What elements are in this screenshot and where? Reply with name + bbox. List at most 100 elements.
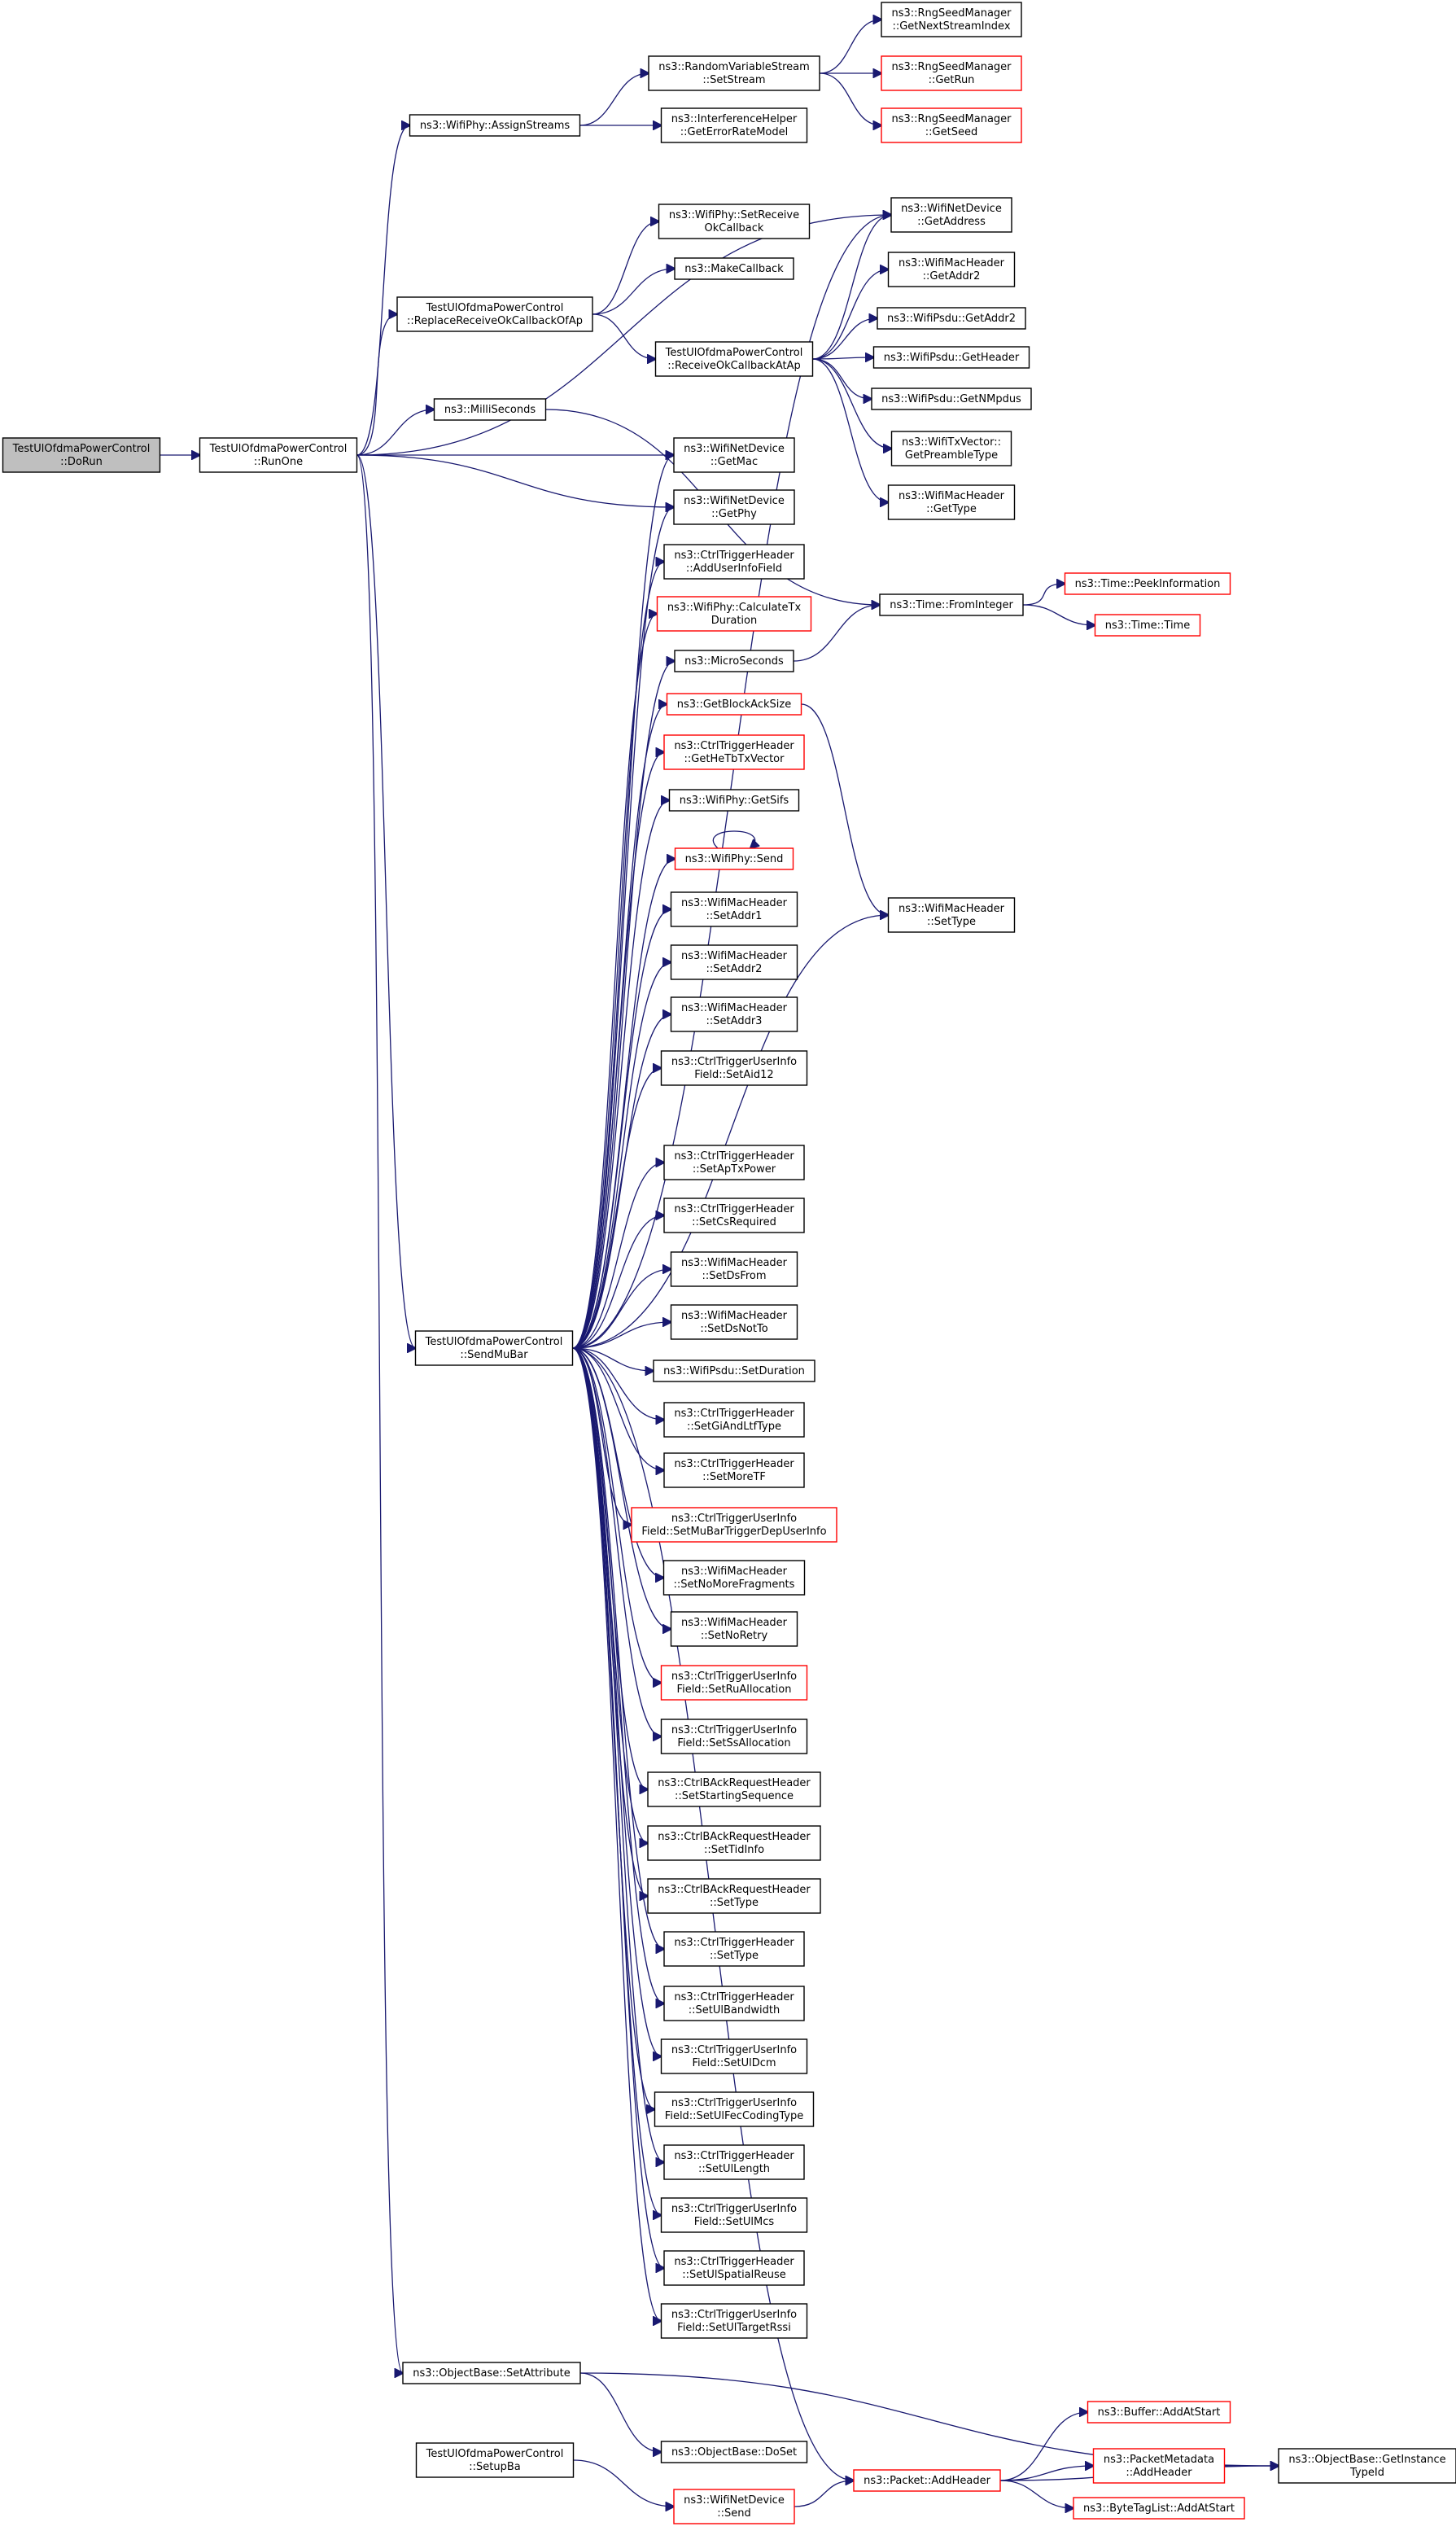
call-edge: [819, 72, 881, 125]
call-edge: [572, 800, 670, 1349]
node-label: ::SetTidInfo: [704, 1844, 764, 1856]
call-edge: [812, 269, 889, 360]
node-packet-metadata-add-header[interactable]: ns3::PacketMetadata::AddHeader: [1092, 2448, 1226, 2484]
call-edge: [812, 318, 878, 360]
node-do-run[interactable]: TestUlOfdmaPowerControl::DoRun: [2, 437, 161, 473]
node-set-gi-and-ltf-type[interactable]: ns3::CtrlTriggerHeader::SetGiAndLtfType: [663, 1402, 805, 1438]
node-get-next-stream-index[interactable]: ns3::RngSeedManager::GetNextStreamIndex: [881, 2, 1022, 37]
node-set-ul-target-rssi[interactable]: ns3::CtrlTriggerUserInfoField::SetUlTarg…: [660, 2303, 808, 2339]
call-edge: [572, 1347, 665, 2162]
node-get-preamble-type[interactable]: ns3::WifiTxVector::GetPreambleType: [890, 431, 1012, 466]
node-set-addr2[interactable]: ns3::WifiMacHeader::SetAddr2: [670, 944, 798, 980]
node-receive-ok-at-ap[interactable]: TestUlOfdmaPowerControl::ReceiveOkCallba…: [654, 341, 814, 377]
node-label: ::SetType: [710, 1950, 759, 1962]
node-get-phy[interactable]: ns3::WifiNetDevice::GetPhy: [673, 489, 795, 525]
node-box: [674, 650, 794, 672]
node-make-callback[interactable]: ns3::MakeCallback: [674, 257, 794, 280]
node-set-ul-spatial-reuse[interactable]: ns3::CtrlTriggerHeader::SetUlSpatialReus…: [663, 2250, 805, 2286]
node-box: [414, 1330, 574, 1366]
node-psdu-get-addr2[interactable]: ns3::WifiPsdu::GetAddr2: [877, 307, 1026, 330]
node-get-he-tb-tx-vector[interactable]: ns3::CtrlTriggerHeader::GetHeTbTxVector: [663, 734, 805, 770]
node-label: ::SetDsNotTo: [700, 1323, 767, 1335]
node-get-seed[interactable]: ns3::RngSeedManager::GetSeed: [881, 107, 1022, 143]
node-set-ds-not-to[interactable]: ns3::WifiMacHeader::SetDsNotTo: [670, 1304, 798, 1340]
node-mac-get-type[interactable]: ns3::WifiMacHeader::GetType: [887, 484, 1016, 520]
node-replace-recv[interactable]: TestUlOfdmaPowerControl::ReplaceReceiveO…: [396, 296, 593, 332]
node-set-addr1[interactable]: ns3::WifiMacHeader::SetAddr1: [670, 891, 798, 927]
node-mac-get-addr2[interactable]: ns3::WifiMacHeader::GetAddr2: [887, 252, 1016, 287]
node-set-tid-info[interactable]: ns3::CtrlBAckRequestHeader::SetTidInfo: [647, 1825, 821, 1861]
node-run-one[interactable]: TestUlOfdmaPowerControl::RunOne: [199, 437, 358, 473]
node-set-cs-required[interactable]: ns3::CtrlTriggerHeader::SetCsRequired: [663, 1198, 805, 1233]
node-set-ul-bandwidth[interactable]: ns3::CtrlTriggerHeader::SetUlBandwidth: [663, 1986, 805, 2021]
node-get-error-rate-model[interactable]: ns3::InterferenceHelper::GetErrorRateMod…: [660, 107, 808, 143]
node-box: [409, 114, 581, 137]
call-edge: [592, 313, 656, 359]
node-psdu-set-duration[interactable]: ns3::WifiPsdu::SetDuration: [653, 1360, 815, 1382]
node-label: ::SetupBa: [469, 2461, 520, 2473]
node-get-address[interactable]: ns3::WifiNetDevice::GetAddress: [890, 197, 1012, 233]
node-get-mac[interactable]: ns3::WifiNetDevice::GetMac: [673, 437, 795, 473]
node-micro-seconds[interactable]: ns3::MicroSeconds: [674, 650, 794, 672]
node-milli-seconds[interactable]: ns3::MilliSeconds: [433, 398, 547, 421]
node-time-time[interactable]: ns3::Time::Time: [1094, 614, 1201, 637]
node-psdu-get-nmpdus[interactable]: ns3::WifiPsdu::GetNMpdus: [871, 388, 1032, 410]
node-send-mu-bar[interactable]: TestUlOfdmaPowerControl::SendMuBar: [414, 1330, 574, 1366]
node-label: ns3::WifiPhy::GetSifs: [680, 795, 789, 807]
node-set-ap-tx-power[interactable]: ns3::CtrlTriggerHeader::SetApTxPower: [663, 1145, 805, 1180]
node-set-attribute[interactable]: ns3::ObjectBase::SetAttribute: [402, 2362, 581, 2384]
node-byte-tag-list-add-at-start[interactable]: ns3::ByteTagList::AddAtStart: [1073, 2497, 1245, 2520]
node-bar-set-type[interactable]: ns3::CtrlBAckRequestHeader::SetType: [647, 1878, 821, 1914]
node-set-ul-length[interactable]: ns3::CtrlTriggerHeader::SetUlLength: [663, 2144, 805, 2180]
node-get-sifs[interactable]: ns3::WifiPhy::GetSifs: [668, 789, 800, 812]
node-label: ns3::WifiTxVector::: [902, 436, 1001, 449]
call-edge: [356, 454, 675, 507]
node-setup-ba[interactable]: TestUlOfdmaPowerControl::SetupBa: [415, 2442, 575, 2478]
node-label: Field::SetUlTargetRssi: [677, 2322, 791, 2334]
node-peek-information[interactable]: ns3::Time::PeekInformation: [1064, 572, 1231, 595]
node-set-addr3[interactable]: ns3::WifiMacHeader::SetAddr3: [670, 996, 798, 1032]
node-psdu-get-header[interactable]: ns3::WifiPsdu::GetHeader: [872, 346, 1030, 369]
node-from-integer[interactable]: ns3::Time::FromInteger: [879, 593, 1024, 616]
node-do-set[interactable]: ns3::ObjectBase::DoSet: [660, 2441, 808, 2463]
node-set-no-retry[interactable]: ns3::WifiMacHeader::SetNoRetry: [670, 1611, 798, 1647]
node-assign-streams[interactable]: ns3::WifiPhy::AssignStreams: [409, 114, 581, 137]
node-dev-send[interactable]: ns3::WifiNetDevice::Send: [673, 2489, 795, 2524]
node-set-no-more-fragments[interactable]: ns3::WifiMacHeader::SetNoMoreFragments: [662, 1560, 806, 1596]
node-set-starting-sequence[interactable]: ns3::CtrlBAckRequestHeader::SetStartingS…: [647, 1771, 821, 1807]
node-label: ns3::CtrlTriggerUserInfo: [671, 2044, 797, 2056]
node-set-more-tf[interactable]: ns3::CtrlTriggerHeader::SetMoreTF: [663, 1452, 805, 1488]
node-buffer-add-at-start[interactable]: ns3::Buffer::AddAtStart: [1087, 2401, 1231, 2424]
node-phy-send[interactable]: ns3::WifiPhy::Send: [674, 847, 794, 870]
node-packet-add-header[interactable]: ns3::Packet::AddHeader: [853, 2469, 1001, 2492]
node-label: ns3::WifiMacHeader: [681, 1617, 788, 1629]
node-box: [673, 437, 795, 473]
node-label: ns3::WifiMacHeader: [681, 1257, 788, 1269]
call-edge: [572, 1347, 662, 1736]
node-set-ds-from[interactable]: ns3::WifiMacHeader::SetDsFrom: [670, 1251, 798, 1287]
node-get-run[interactable]: ns3::RngSeedManager::GetRun: [881, 55, 1022, 91]
node-box: [415, 2442, 575, 2478]
node-set-mu-bar-trigger-dep-user-info[interactable]: ns3::CtrlTriggerUserInfoField::SetMuBarT…: [631, 1507, 837, 1543]
node-label: ::SetAddr1: [706, 910, 763, 922]
call-edge: [572, 1347, 654, 1371]
node-set-ss-allocation[interactable]: ns3::CtrlTriggerUserInfoField::SetSsAllo…: [660, 1719, 808, 1754]
node-trig-set-type[interactable]: ns3::CtrlTriggerHeader::SetType: [663, 1931, 805, 1967]
node-rvset-stream[interactable]: ns3::RandomVariableStream::SetStream: [648, 55, 820, 91]
node-label: ns3::MilliSeconds: [444, 404, 536, 416]
call-edge: [812, 215, 892, 360]
call-edge: [712, 830, 754, 848]
node-label: ::SetUlLength: [698, 2163, 770, 2175]
node-set-ru-allocation[interactable]: ns3::CtrlTriggerUserInfoField::SetRuAllo…: [660, 1665, 808, 1701]
node-add-user-info-field[interactable]: ns3::CtrlTriggerHeader::AddUserInfoField: [663, 544, 805, 580]
node-get-block-ack-size[interactable]: ns3::GetBlockAckSize: [666, 693, 802, 716]
node-box: [663, 1402, 805, 1438]
node-mac-set-type[interactable]: ns3::WifiMacHeader::SetType: [887, 897, 1016, 933]
node-set-ul-fec-coding-type[interactable]: ns3::CtrlTriggerUserInfoField::SetUlFecC…: [654, 2091, 815, 2127]
